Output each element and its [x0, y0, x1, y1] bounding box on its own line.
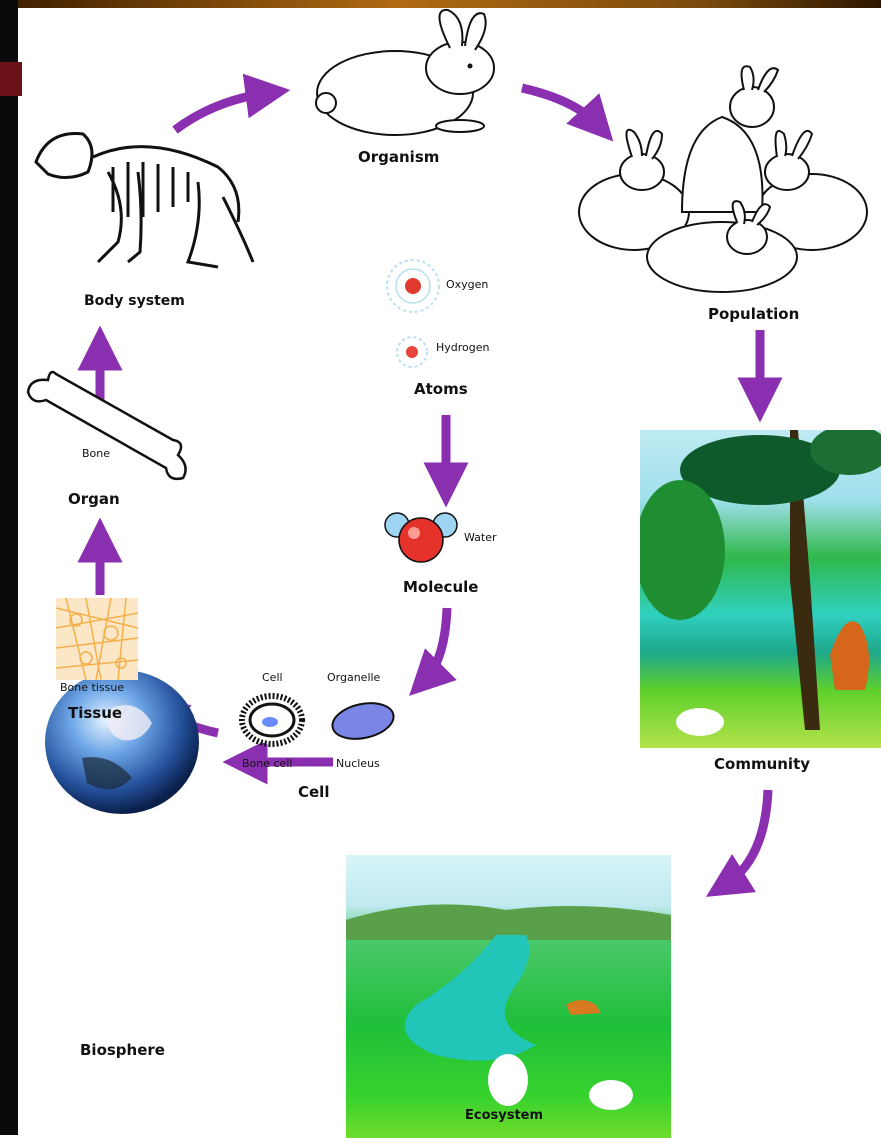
arrow-molecule-to-cell	[425, 608, 447, 680]
label-bone-cell: Bone cell	[242, 757, 292, 770]
label-body-system: Body system	[84, 293, 185, 309]
label-atoms: Atoms	[414, 380, 468, 398]
label-organism: Organism	[358, 148, 439, 166]
label-biosphere: Biosphere	[80, 1041, 165, 1059]
bone-organ-illustration	[18, 370, 188, 485]
label-water: Water	[464, 531, 497, 544]
ecosystem-photo	[346, 855, 671, 1138]
label-oxygen: Oxygen	[446, 278, 488, 291]
label-cell-small: Cell	[262, 671, 283, 684]
label-cell: Cell	[298, 783, 329, 801]
label-nucleus: Nucleus	[336, 757, 380, 770]
arrow-community-to-ecosystem	[725, 790, 768, 885]
rabbits-population-illustration	[572, 62, 872, 302]
water-molecule-illustration	[383, 506, 463, 568]
label-organ: Organ	[68, 490, 120, 508]
label-molecule: Molecule	[403, 578, 478, 596]
community-photo	[640, 430, 881, 748]
bone-tissue-illustration	[56, 598, 138, 680]
hydrogen-atom-illustration	[394, 334, 430, 370]
label-organelle: Organelle	[327, 671, 380, 684]
label-bone-tissue: Bone tissue	[60, 681, 124, 694]
label-community: Community	[714, 755, 810, 773]
label-hydrogen: Hydrogen	[436, 341, 490, 354]
skeleton-body-system-illustration	[28, 112, 258, 277]
rabbit-organism-illustration	[300, 8, 515, 143]
label-bone: Bone	[82, 447, 110, 460]
nucleus-illustration	[328, 697, 398, 745]
oxygen-atom-illustration	[385, 258, 441, 314]
label-population: Population	[708, 305, 799, 323]
label-tissue: Tissue	[68, 704, 122, 722]
bone-cell-illustration	[232, 688, 312, 753]
label-ecosystem: Ecosystem	[465, 1108, 543, 1123]
